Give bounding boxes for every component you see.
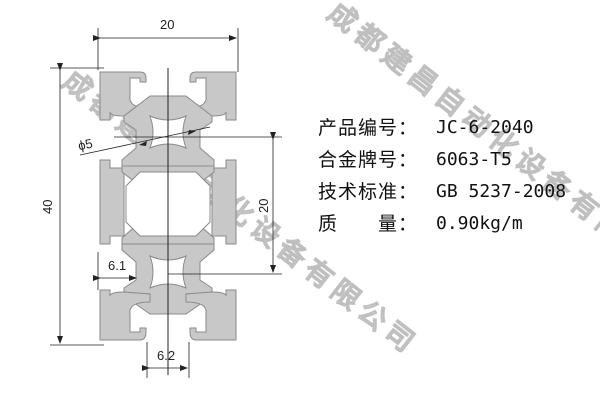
spec-value: JC-6-2040 xyxy=(436,117,534,138)
svg-text:20: 20 xyxy=(256,199,271,213)
half-height-dimension: 20 xyxy=(114,132,282,275)
hole-diameter-dimension: ϕ5 xyxy=(77,126,211,156)
svg-text:ϕ5: ϕ5 xyxy=(77,136,94,154)
spec-value: 0.90kg/m xyxy=(436,213,523,234)
spec-label: 技术标准： xyxy=(318,181,419,203)
slot-opening-dimension: 6.2 xyxy=(142,342,190,378)
spec-row-alloy: 合金牌号： 6063-T5 xyxy=(318,144,566,176)
spec-table: 产品编号： JC-6-2040 合金牌号： 6063-T5 技术标准： GB 5… xyxy=(318,112,566,240)
svg-text:40: 40 xyxy=(40,200,55,214)
spec-value: GB 5237-2008 xyxy=(436,181,567,202)
spec-label: 合金牌号： xyxy=(318,149,419,171)
spec-label: 产品编号： xyxy=(318,117,419,139)
spec-row-product-code: 产品编号： JC-6-2040 xyxy=(318,112,566,144)
spec-value: 6063-T5 xyxy=(436,149,512,170)
svg-text:6.1: 6.1 xyxy=(108,258,126,273)
svg-text:20: 20 xyxy=(160,17,174,32)
height-dimension: 40 xyxy=(40,63,104,346)
spec-label: 质 量： xyxy=(318,213,419,235)
width-dimension: 20 xyxy=(93,17,239,72)
spec-row-standard: 技术标准： GB 5237-2008 xyxy=(318,176,566,208)
slot-depth-dimension: 6.1 xyxy=(93,252,137,290)
spec-row-weight: 质 量： 0.90kg/m xyxy=(318,208,566,240)
svg-text:6.2: 6.2 xyxy=(157,348,175,363)
